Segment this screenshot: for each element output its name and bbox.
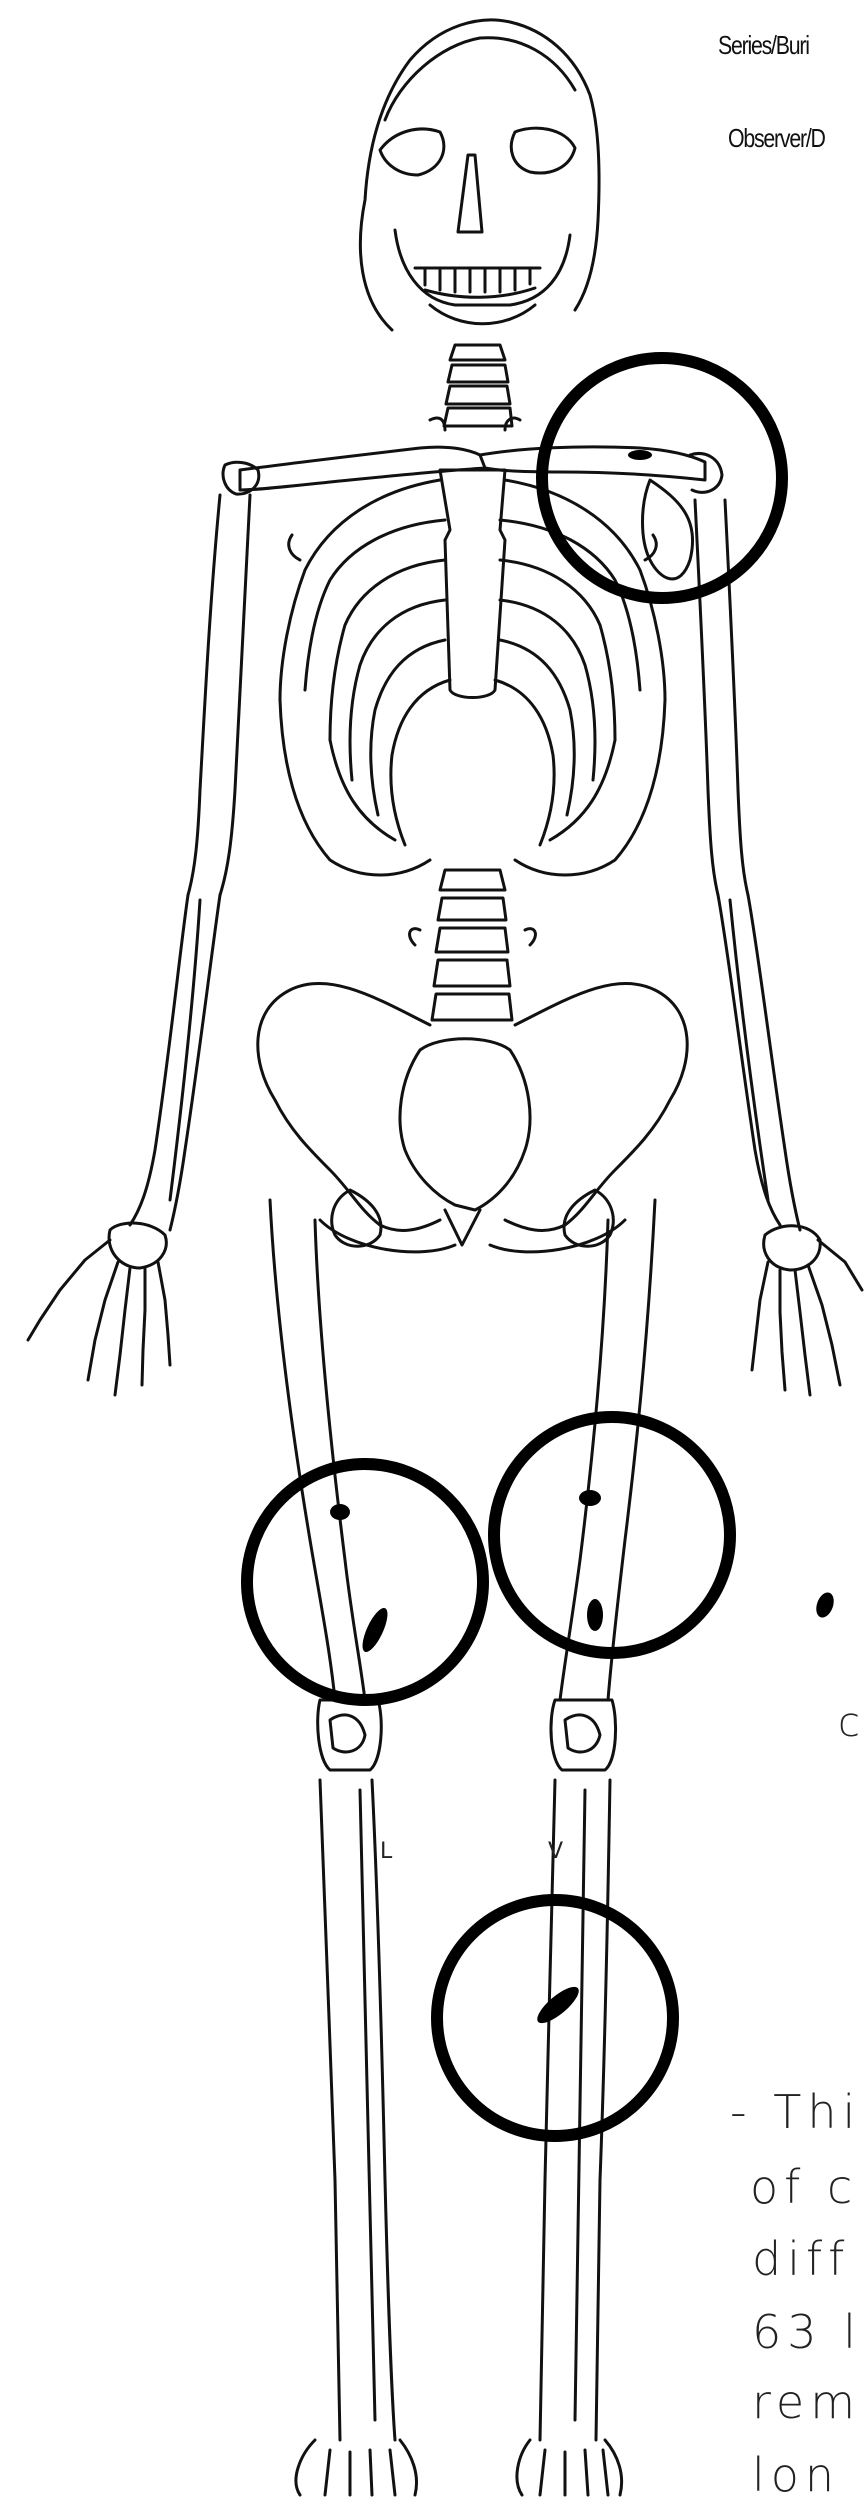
circle-left-thigh — [494, 1417, 730, 1653]
lesion-left-thigh-upper — [579, 1490, 601, 1506]
left-hand — [752, 1226, 862, 1395]
right-arm — [130, 495, 250, 1230]
right-knee-letter: V — [548, 1839, 563, 1864]
lesion-shoulder — [628, 450, 652, 460]
note-line-3: diff — [752, 2232, 850, 2286]
left-knee-letter: L — [380, 1839, 393, 1864]
left-leg — [517, 1200, 655, 2495]
stray-bullet-mark — [813, 1590, 837, 1620]
sternum — [440, 470, 505, 698]
note-line-5: rem — [752, 2375, 861, 2429]
note-line-4: 63 l — [752, 2305, 862, 2359]
rib-cage — [280, 480, 665, 875]
right-leg — [270, 1200, 417, 2495]
note-line-1: - Thi — [730, 2085, 861, 2139]
left-arm — [695, 500, 800, 1230]
lesion-left-thigh-lower — [587, 1599, 603, 1631]
cervical-spine — [430, 345, 520, 430]
lesion-right-thigh-upper — [330, 1504, 350, 1520]
circle-right-thigh — [247, 1464, 483, 1700]
skull — [360, 20, 599, 330]
note-line-6: lon — [752, 2448, 840, 2502]
note-partial-letter: c — [838, 1700, 866, 1746]
right-hand — [28, 1223, 170, 1395]
note-line-2: of c — [750, 2160, 858, 2214]
pelvis — [258, 983, 687, 1251]
lumbar-spine — [410, 870, 536, 1020]
lesion-left-lower-leg — [532, 1981, 583, 2028]
lesion-right-thigh-lower — [358, 1605, 393, 1655]
circle-left-shoulder — [542, 358, 782, 598]
